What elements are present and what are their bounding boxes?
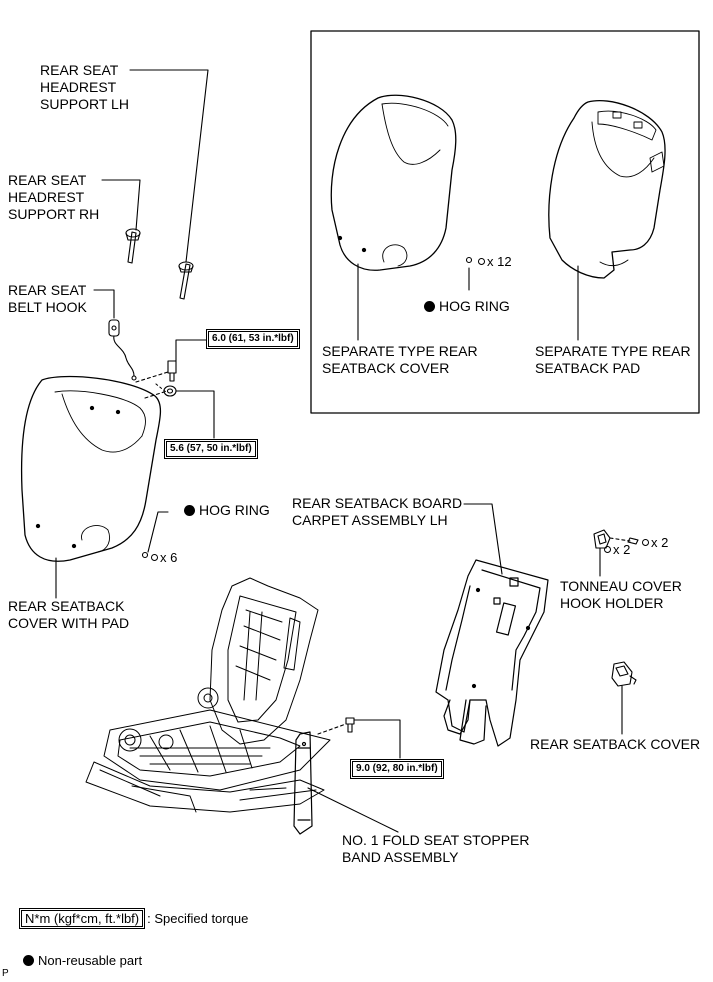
label-tonneau-holder: TONNEAU COVER HOOK HOLDER xyxy=(560,578,682,611)
seatback-cover-with-pad-part xyxy=(20,375,162,562)
holder-screw-part xyxy=(627,537,639,545)
count-x2-screw: x 2 xyxy=(642,535,668,550)
rear-seatback-cover-small-part xyxy=(611,661,637,687)
hog-ring-label-inset: HOG RING xyxy=(439,298,510,314)
torque-box-3: 9.0 (92, 80 in.*lbf) xyxy=(350,759,444,779)
hog-ring-icon xyxy=(604,546,611,553)
nonreusable-dot-icon xyxy=(424,301,435,312)
leader-headrest-lh xyxy=(129,69,209,263)
count-x6: x 6 xyxy=(151,550,177,565)
label-board-carpet: REAR SEATBACK BOARD CARPET ASSEMBLY LH xyxy=(292,495,463,528)
hog-ring-label-left: HOG RING xyxy=(199,502,270,518)
separate-seatback-pad-part xyxy=(548,100,666,279)
inset-frame xyxy=(310,30,700,414)
leader-hog-ring-left xyxy=(147,511,169,553)
label-separate-cover: SEPARATE TYPE REAR SEATBACK COVER xyxy=(322,343,478,376)
torque-box-1: 6.0 (61, 53 in.*lbf) xyxy=(206,329,300,349)
headrest-support-rh-part xyxy=(125,228,141,264)
label-stopper-band: NO. 1 FOLD SEAT STOPPER BAND ASSEMBLY xyxy=(342,832,530,865)
belt-hook-part xyxy=(108,319,137,381)
band-bolt-part xyxy=(345,717,355,733)
leader-torque-3 xyxy=(353,719,401,759)
rear-seat-frame-part xyxy=(85,577,331,813)
hog-ring-callout-left: HOG RING xyxy=(184,502,270,519)
label-headrest-support-rh: REAR SEAT HEADREST SUPPORT RH xyxy=(8,172,100,222)
torque-box-2: 5.6 (57, 50 in.*lbf) xyxy=(164,439,258,459)
hog-ring-small-left xyxy=(141,551,149,559)
hog-ring-icon xyxy=(151,554,158,561)
nonreusable-dot-icon xyxy=(23,955,34,966)
nonreusable-dot-icon xyxy=(184,505,195,516)
count-x12: x 12 xyxy=(478,254,512,269)
stopper-band-part xyxy=(293,731,313,835)
leader-belt-hook xyxy=(93,289,115,319)
seatback-board-carpet-part xyxy=(435,559,549,747)
leader-stopper-band xyxy=(307,787,399,833)
label-separate-pad: SEPARATE TYPE REAR SEATBACK PAD xyxy=(535,343,691,376)
label-rear-seatback-cover: REAR SEATBACK COVER xyxy=(530,736,701,752)
hog-ring-icon xyxy=(642,539,649,546)
leader-torque-1 xyxy=(175,339,207,362)
hog-ring-small-inset xyxy=(465,256,473,264)
label-belt-hook: REAR SEAT BELT HOOK xyxy=(8,282,87,315)
legend-torque: N*m (kgf*cm, ft.*lbf): Specified torque xyxy=(18,908,249,929)
label-seatback-cover-with-pad: REAR SEATBACK COVER WITH PAD xyxy=(8,598,130,631)
footer-letter: P xyxy=(2,968,9,979)
count-x2-holder: x 2 xyxy=(604,542,630,557)
nut-part xyxy=(163,385,177,397)
leader-torque-2 xyxy=(175,390,215,439)
tonneau-hook-holder-part xyxy=(593,529,611,549)
hog-ring-icon xyxy=(478,258,485,265)
headrest-support-lh-part xyxy=(178,261,194,300)
hog-ring-callout-inset: HOG RING xyxy=(424,298,510,315)
separate-seatback-cover-part xyxy=(330,94,457,271)
legend-torque-box: N*m (kgf*cm, ft.*lbf) xyxy=(18,908,146,929)
label-headrest-support-lh: REAR SEAT HEADREST SUPPORT LH xyxy=(40,62,129,112)
bolt-part xyxy=(167,360,177,382)
legend-nonreusable: Non-reusable part xyxy=(23,953,142,969)
legend-nonreusable-text: Non-reusable part xyxy=(38,953,143,968)
legend-torque-text: : Specified torque xyxy=(147,911,249,926)
leader-headrest-rh xyxy=(101,179,141,231)
leader-board-carpet xyxy=(463,503,503,575)
